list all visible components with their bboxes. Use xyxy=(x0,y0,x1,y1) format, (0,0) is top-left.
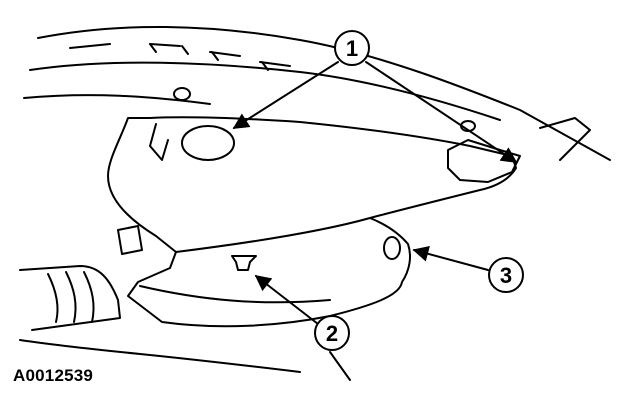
shield-inner-edge xyxy=(139,123,371,304)
callout-3-label: 3 xyxy=(500,263,512,288)
side-hole xyxy=(383,236,401,260)
splash-shield-outline xyxy=(107,116,517,328)
frame-rail xyxy=(23,25,611,161)
callout-leaders xyxy=(232,61,518,325)
callout-1: 1 xyxy=(334,30,370,66)
access-hole xyxy=(181,125,235,161)
callout-2-label: 2 xyxy=(326,321,338,346)
callout-3: 3 xyxy=(488,257,524,293)
figure-id: A0012539 xyxy=(13,366,94,385)
wheel-well xyxy=(19,225,351,381)
callout-2: 2 xyxy=(314,315,350,351)
fastener-pocket xyxy=(447,139,521,183)
callout-1-label: 1 xyxy=(346,36,358,61)
push-pin-fastener xyxy=(231,255,257,271)
